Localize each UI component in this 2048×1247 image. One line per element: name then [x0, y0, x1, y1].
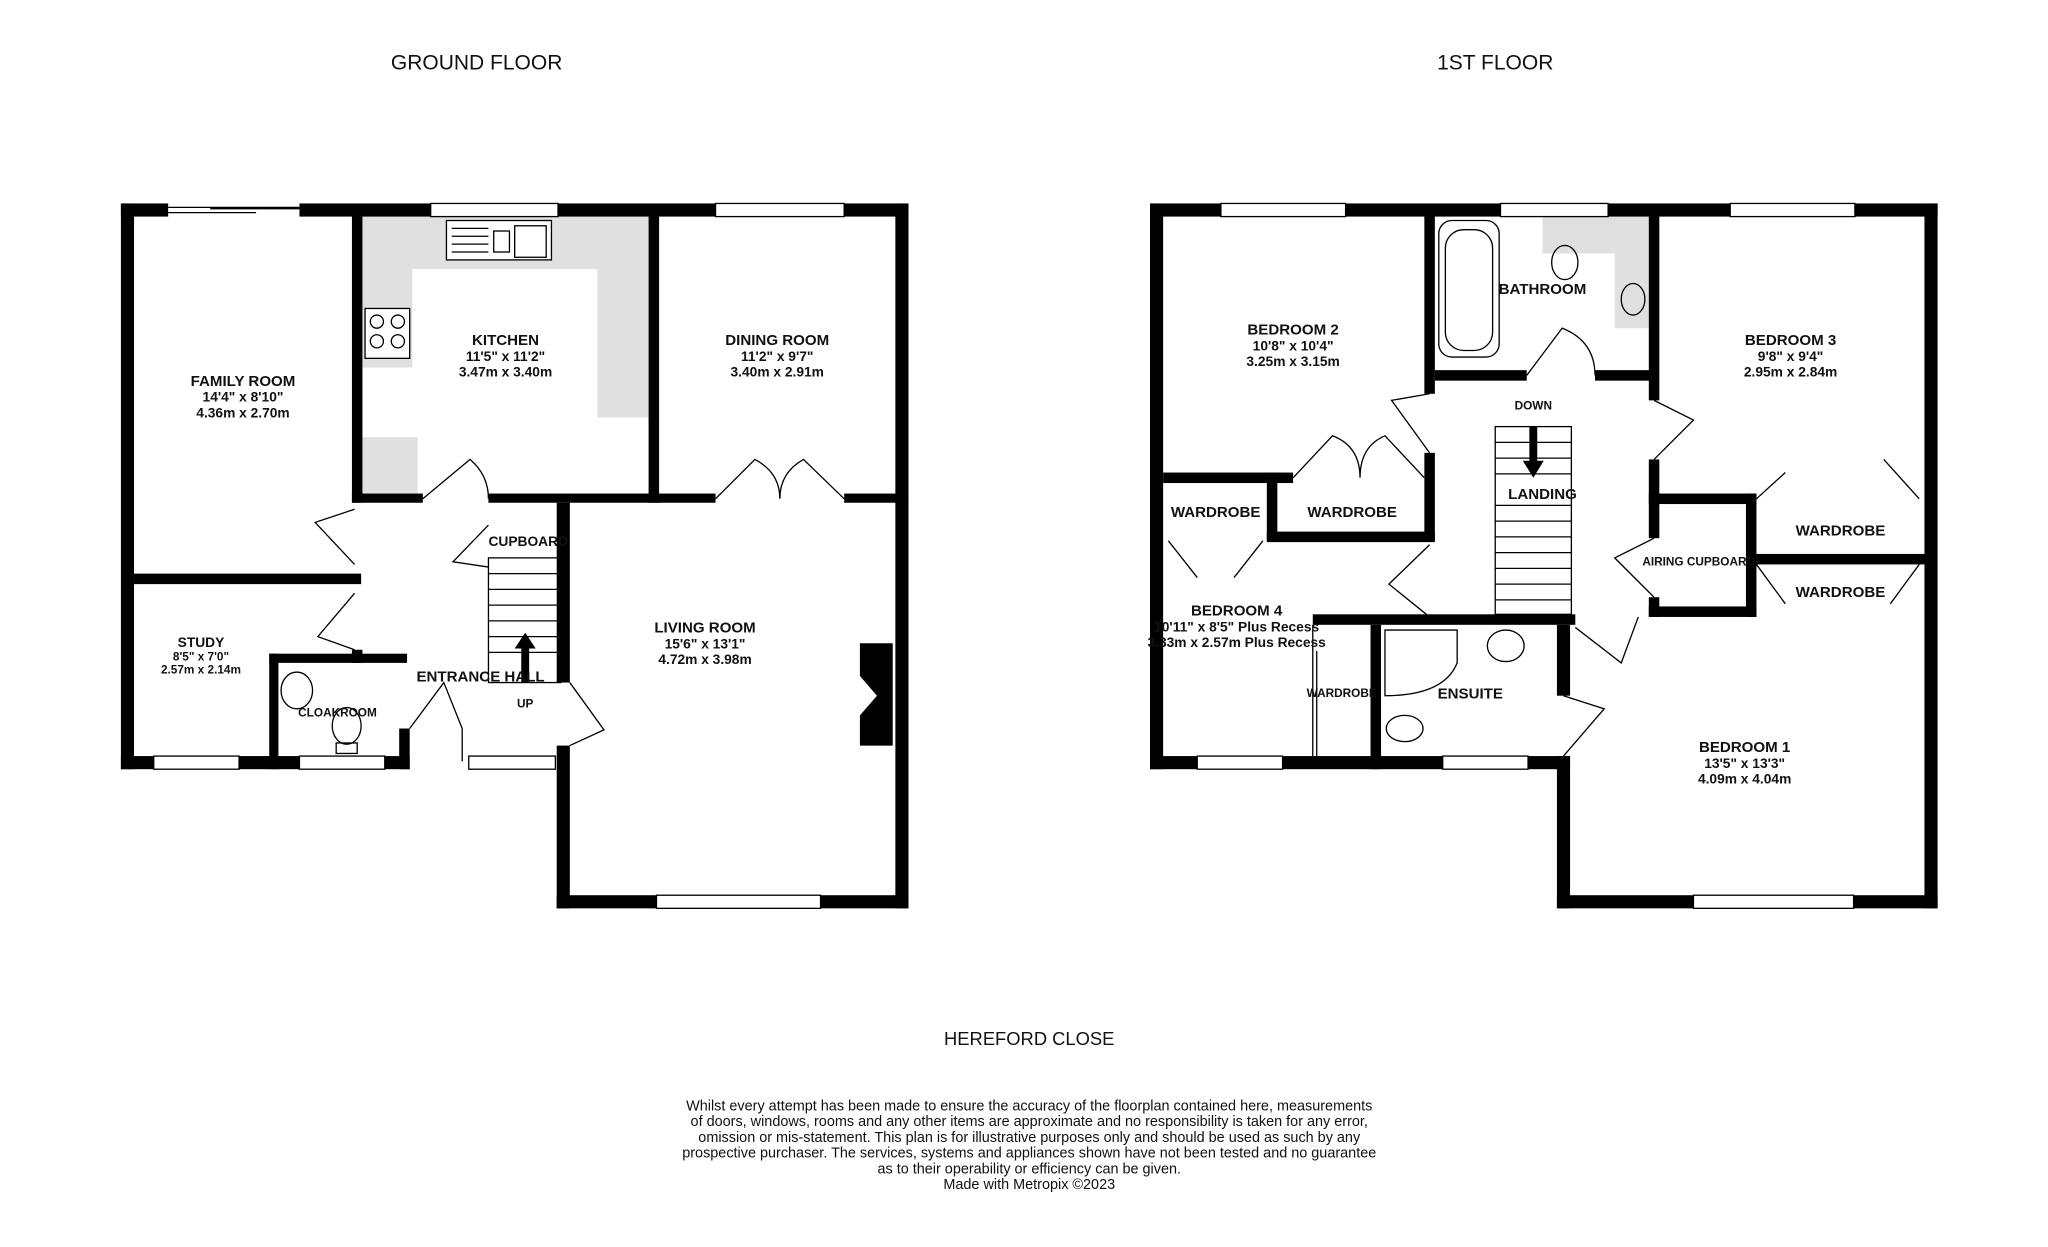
airing-cupboard-name: AIRING CUPBOARD — [1642, 555, 1755, 569]
wardrobe-label: WARDROBE — [1171, 504, 1261, 521]
bedroom-4-imperial: 10'11" x 8'5" Plus Recess — [1154, 619, 1319, 634]
bath-icon — [1438, 219, 1500, 358]
cupboard-name: CUPBOARD — [488, 534, 568, 549]
disclaimer-line: of doors, windows, rooms and any other i… — [691, 1114, 1368, 1130]
bedroom-1-imperial: 13'5" x 13'3" — [1704, 756, 1785, 771]
kitchen-imperial: 11'5" x 11'2" — [466, 349, 545, 364]
bedroom-3-name: BEDROOM 3 — [1745, 332, 1836, 349]
stairs-up-arrow-icon — [514, 632, 536, 649]
bedroom-1-metric: 4.09m x 4.04m — [1698, 772, 1791, 787]
entrance-hall-name: ENTRANCE HALL — [416, 668, 544, 685]
stairs-up-label: UP — [517, 697, 534, 711]
study-metric: 2.57m x 2.14m — [161, 662, 241, 676]
ground-floor-plan: FAMILY ROOM 14'4" x 8'10" 4.36m x 2.70m … — [120, 202, 909, 909]
first-floor-plan: BEDROOM 2 10'8" x 10'4" 3.25m x 3.15m BA… — [1147, 202, 1938, 909]
bathroom-name: BATHROOM — [1499, 281, 1587, 298]
study-imperial: 8'5" x 7'0" — [173, 649, 229, 663]
cloakroom-name: CLOAKROOM — [298, 706, 377, 720]
bedroom-2-metric: 3.25m x 3.15m — [1246, 354, 1339, 369]
bedroom-4-metric: 3.33m x 2.57m Plus Recess — [1147, 635, 1326, 650]
living-room-metric: 4.72m x 3.98m — [658, 652, 751, 667]
bedroom-1-name: BEDROOM 1 — [1699, 739, 1790, 756]
first-floor-title: 1ST FLOOR — [1437, 52, 1553, 75]
bedroom-3-metric: 2.95m x 2.84m — [1744, 365, 1837, 380]
fireplace-icon — [859, 643, 893, 746]
toilet-icon — [1551, 244, 1579, 281]
ground-floor-title: GROUND FLOOR — [391, 52, 563, 75]
stairs-down-label: DOWN — [1515, 399, 1552, 413]
kitchen-name: KITCHEN — [472, 332, 539, 349]
disclaimer-line: prospective purchaser. The services, sys… — [682, 1146, 1376, 1162]
living-room-imperial: 15'6" x 13'1" — [665, 636, 746, 651]
disclaimer: Whilst every attempt has been made to en… — [682, 1098, 1376, 1193]
bedroom-2-imperial: 10'8" x 10'4" — [1253, 338, 1334, 353]
hob-icon — [364, 307, 411, 360]
disclaimer-line: as to their operability or efficiency ca… — [877, 1161, 1181, 1177]
study-name: STUDY — [178, 635, 225, 650]
basin-icon — [1620, 282, 1646, 316]
family-room-name: FAMILY ROOM — [191, 373, 296, 390]
toilet-icon — [1385, 714, 1424, 743]
first-stairs — [1494, 425, 1573, 615]
wardrobe-label: WARDROBE — [1307, 504, 1397, 521]
bedroom-3-imperial: 9'8" x 9'4" — [1758, 349, 1824, 364]
landing-name: LANDING — [1508, 486, 1577, 503]
dining-room-name: DINING ROOM — [725, 332, 829, 349]
wardrobe-label: WARDROBE — [1796, 584, 1886, 601]
bedroom-4-name: BEDROOM 4 — [1191, 603, 1283, 620]
family-room-metric: 4.36m x 2.70m — [196, 405, 289, 420]
family-room-imperial: 14'4" x 8'10" — [203, 390, 284, 405]
disclaimer-line: omission or mis-statement. This plan is … — [698, 1130, 1361, 1146]
address: HEREFORD CLOSE — [944, 1028, 1114, 1049]
basin-icon — [280, 671, 314, 710]
disclaimer-line: Whilst every attempt has been made to en… — [686, 1098, 1372, 1114]
corner-bath-icon — [1384, 629, 1458, 697]
toilet-icon — [331, 706, 362, 745]
basin-icon — [1486, 629, 1525, 663]
wardrobe-label: WARDROBE — [1796, 523, 1886, 540]
dining-room-metric: 3.40m x 2.91m — [731, 365, 824, 380]
wardrobe-label: WARDROBE — [1307, 686, 1377, 700]
ensuite-name: ENSUITE — [1438, 685, 1503, 702]
dining-room-imperial: 11'2" x 9'7" — [741, 349, 813, 364]
living-room-name: LIVING ROOM — [654, 620, 755, 637]
ground-stairs — [487, 557, 562, 684]
disclaimer-line: Made with Metropix ©2023 — [943, 1177, 1115, 1193]
bedroom-2-name: BEDROOM 2 — [1247, 322, 1338, 339]
sink-icon — [445, 219, 553, 261]
kitchen-metric: 3.47m x 3.40m — [459, 365, 552, 380]
stairs-down-arrow-icon — [1522, 460, 1544, 478]
